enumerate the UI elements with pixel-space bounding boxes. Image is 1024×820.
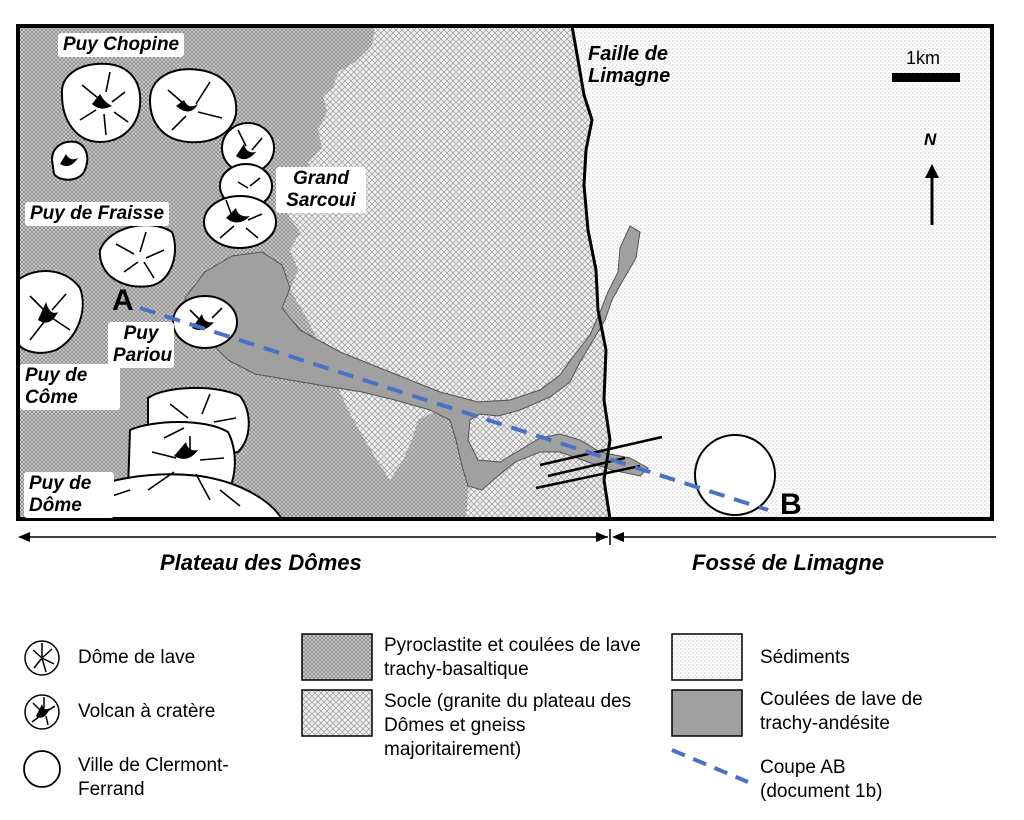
- scale-label: 1km: [906, 48, 941, 68]
- label-faille-de-limagne: Faille de Limagne: [588, 43, 671, 87]
- map-frame: [16, 24, 994, 521]
- legend-socle-label: Socle (granite du plateau des Dômes et g…: [384, 691, 632, 760]
- point-a-label: A: [112, 284, 134, 317]
- legend-crater-label: Volcan à cratère: [78, 701, 216, 722]
- label-puy-chopine: Puy Chopine: [58, 33, 185, 57]
- legend-sediments-label: Sédiments: [760, 647, 850, 668]
- region-arrows: [20, 529, 996, 545]
- legend-pyroclastite-label: Pyroclastite et coulées de lave trachy-b…: [384, 635, 641, 680]
- legend-coupe-line: [671, 748, 749, 784]
- region-fosse-de-limagne: Fossé de Limagne: [692, 550, 884, 575]
- puy-chopine-dome-2: [148, 68, 238, 144]
- label-puy-de-dome: Puy de Dôme: [24, 472, 114, 518]
- legend-andesite-swatch: [671, 689, 743, 737]
- clermont-ferrand-city: [694, 434, 776, 516]
- puy-de-fraisse-dome: [98, 224, 176, 288]
- legend-dome-symbol: [24, 640, 60, 676]
- north-arrow-icon: [925, 164, 939, 225]
- section-line-ab: [139, 306, 769, 512]
- legend-andesite-label: Coulées de lave de trachy-andésite: [760, 689, 923, 734]
- legend-pyroclastite-swatch: [301, 633, 373, 681]
- legend-sediments-swatch: [671, 633, 743, 681]
- scale-bar: [892, 73, 960, 82]
- north-label: N: [924, 130, 937, 149]
- legend-city-label: Ville de Clermont-Ferrand: [78, 755, 229, 800]
- legend-dome-label: Dôme de lave: [78, 647, 196, 668]
- label-puy-de-fraisse: Puy de Fraisse: [25, 202, 170, 226]
- label-puy-de-come: Puy de Côme: [20, 364, 120, 410]
- legend-coupe-label: Coupe AB (document 1b): [760, 757, 883, 802]
- point-b-label: B: [780, 488, 802, 521]
- faille-de-limagne-line: [570, 25, 612, 520]
- legend-socle-swatch: [301, 689, 373, 737]
- label-grand-sarcoui: Grand Sarcoui: [276, 167, 366, 213]
- label-puy-pariou: Puy Pariou: [108, 322, 174, 368]
- legend-city-symbol: [23, 750, 61, 788]
- region-plateau-des-domes: Plateau des Dômes: [160, 550, 362, 575]
